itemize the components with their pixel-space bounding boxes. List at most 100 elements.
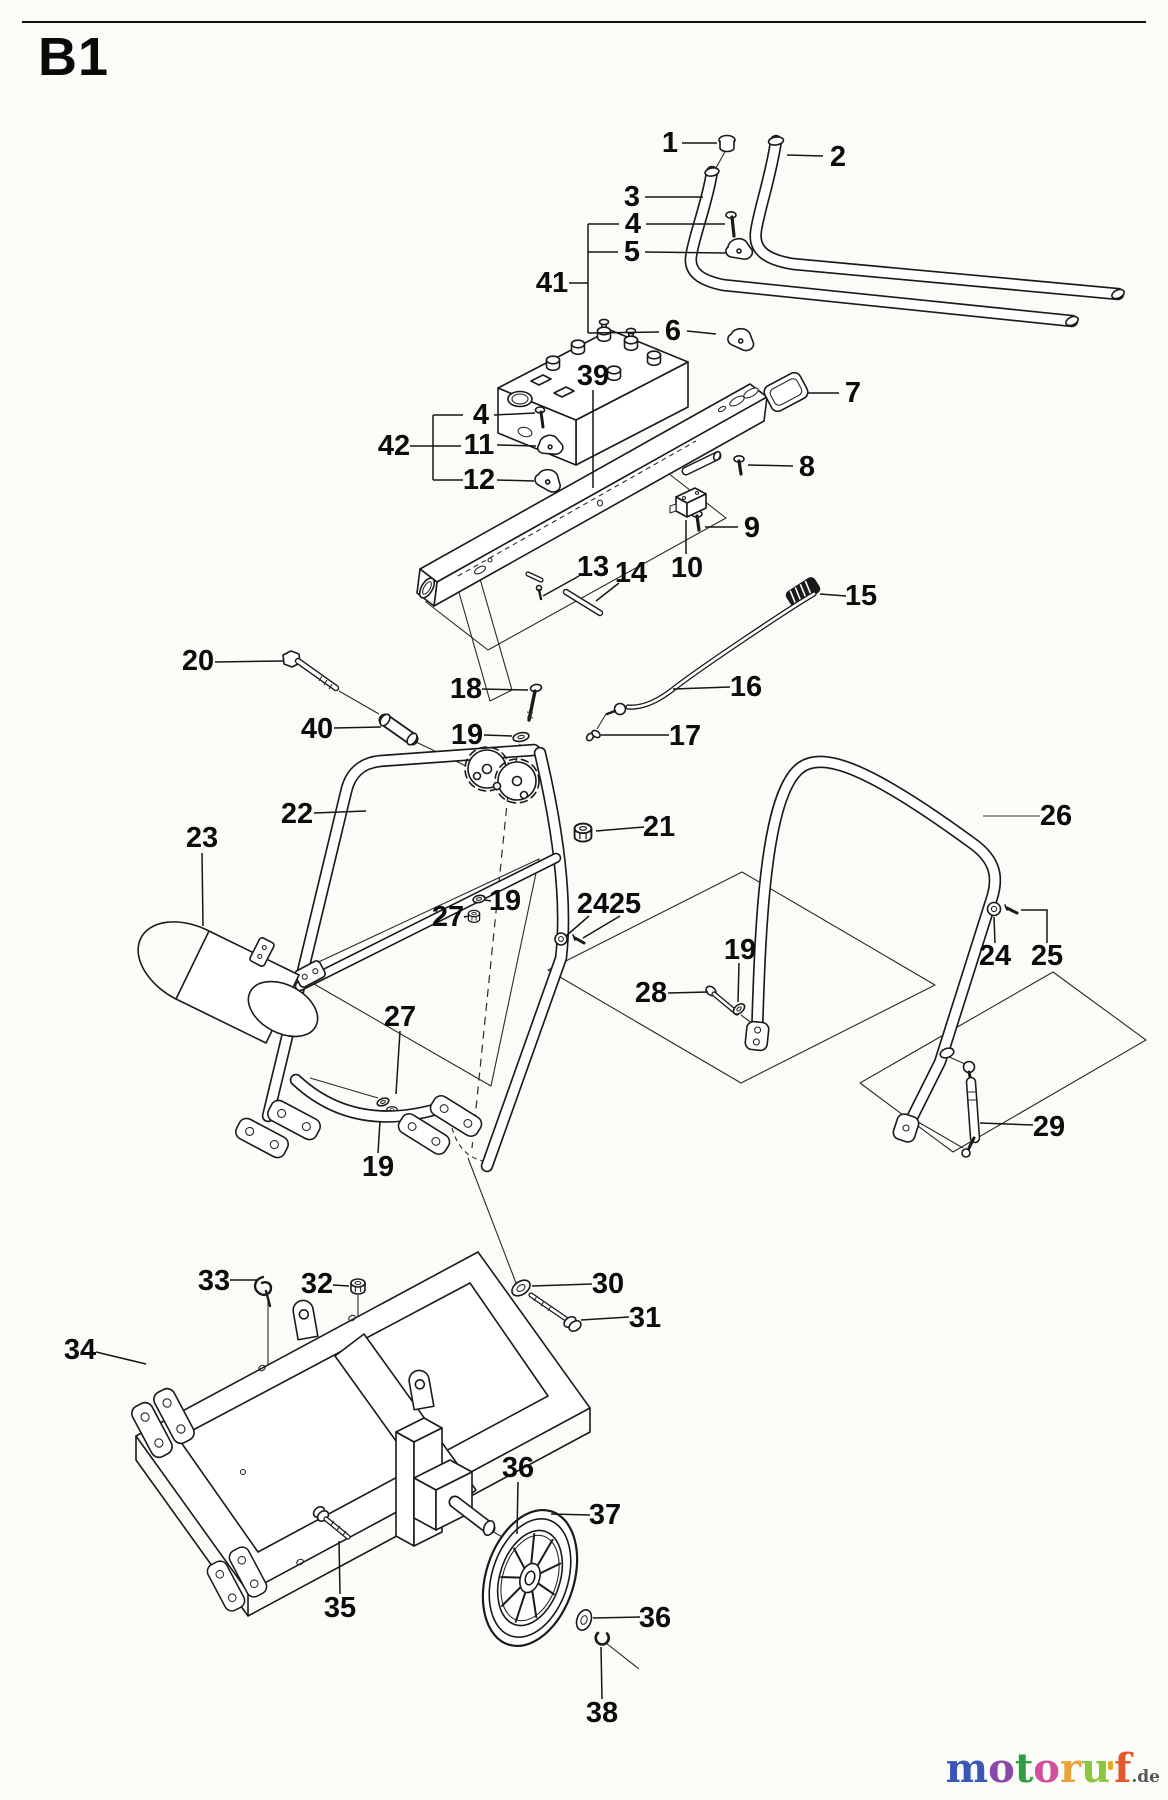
watermark-letter: m [945, 1745, 989, 1792]
leader-36b [592, 1616, 641, 1619]
callout-26: 26 [1040, 800, 1072, 832]
callout-24b: 24 [979, 940, 1011, 972]
callout-31: 31 [629, 1302, 661, 1334]
leader-36a [516, 1481, 519, 1535]
leader-22 [313, 810, 367, 814]
clamp-6 [725, 324, 758, 354]
washer-19a [512, 731, 530, 743]
switch-10 [669, 487, 707, 518]
mount-ear [292, 1299, 319, 1341]
cross-pin [681, 450, 722, 476]
watermark-letter: f [1114, 1745, 1132, 1792]
watermark-letter: t [1014, 1745, 1034, 1792]
callout-19b: 19 [489, 885, 521, 917]
leader-40 [333, 726, 382, 729]
leader-18 [481, 688, 529, 691]
callout-41: 41 [536, 267, 568, 299]
mount-ear [408, 1369, 435, 1411]
callout-19d: 19 [362, 1151, 394, 1183]
washer-19b [472, 894, 486, 904]
leader-27b [395, 1030, 401, 1095]
leader-13 [542, 575, 580, 597]
callout-16: 16 [730, 671, 762, 703]
callout-5: 5 [624, 236, 640, 268]
washer-24a [554, 932, 568, 946]
leader-5 [644, 251, 727, 254]
leader-30 [531, 1283, 593, 1287]
clamp-5 [725, 237, 754, 260]
watermark-letter: o [988, 1745, 1015, 1792]
gas-spring [961, 1060, 981, 1158]
watermark-letter: o [1033, 1745, 1060, 1792]
nut-32 [350, 1278, 366, 1295]
handlebar-assembly [531, 134, 1125, 495]
callout-9: 9 [744, 512, 760, 544]
callout-17: 17 [669, 720, 701, 752]
leader-15 [819, 593, 847, 597]
callout-35: 35 [324, 1592, 356, 1624]
right-handle-frame [554, 755, 1019, 1158]
callout-3: 3 [624, 181, 640, 213]
leader-21 [595, 826, 645, 832]
pin-13 [525, 571, 544, 601]
bolt-28 [705, 985, 740, 1016]
beam-assembly [416, 318, 809, 607]
callout-40: 40 [301, 713, 333, 745]
leader-2 [786, 154, 824, 157]
leader-28 [667, 991, 709, 994]
callout-18: 18 [450, 673, 482, 705]
leader-4b [493, 412, 536, 416]
leader-6 [587, 331, 660, 334]
leader-29 [979, 1122, 1034, 1126]
callout-36a: 36 [502, 1452, 534, 1484]
callout-42: 42 [378, 430, 410, 462]
callout-29: 29 [1033, 1111, 1065, 1143]
support-roller [137, 921, 319, 1044]
callout-22: 22 [281, 798, 313, 830]
retainer-clip-38 [594, 1631, 610, 1646]
callout-30: 30 [592, 1268, 624, 1300]
callout-27a: 27 [432, 901, 464, 933]
callout-11: 11 [464, 429, 495, 461]
leader-6 [686, 330, 717, 335]
base-frame [128, 1251, 591, 1617]
leader-19c [737, 962, 740, 1003]
axle-pedestal [395, 1417, 496, 1547]
leader-25b [1021, 909, 1048, 943]
callout-37: 37 [589, 1499, 621, 1531]
leader-34 [95, 1351, 147, 1365]
watermark-letter: u [1081, 1745, 1111, 1792]
watermark-letter: r [1059, 1745, 1082, 1792]
leader-25a [582, 915, 621, 939]
leader-20 [214, 660, 284, 663]
washer-30 [511, 1279, 531, 1297]
bolt-8 [733, 454, 745, 476]
leader-19b [484, 899, 492, 902]
wheel-assembly [481, 1508, 610, 1648]
callout-4b: 4 [473, 399, 489, 431]
cable-assembly [525, 571, 821, 742]
page-top-rule [22, 21, 1146, 23]
callout-36b: 36 [639, 1602, 671, 1634]
bolt-18 [526, 683, 543, 722]
spring-stud [939, 1047, 955, 1059]
callout-7: 7 [845, 377, 861, 409]
callout-19a: 19 [451, 719, 483, 751]
callout-25b: 25 [1031, 940, 1063, 972]
callout-10: 10 [671, 552, 703, 584]
callout-8: 8 [799, 451, 815, 483]
bolt-31 [528, 1292, 582, 1333]
nut-21 [573, 822, 593, 843]
callout-33: 33 [198, 1265, 230, 1297]
leader-31 [580, 1316, 630, 1321]
callout-4a: 4 [625, 208, 641, 240]
callout-15: 15 [845, 580, 877, 612]
callout-24a: 24 [577, 888, 609, 920]
callout-39: 39 [577, 360, 609, 392]
figure-code: B1 [38, 27, 110, 87]
callout-25a: 25 [609, 888, 641, 920]
